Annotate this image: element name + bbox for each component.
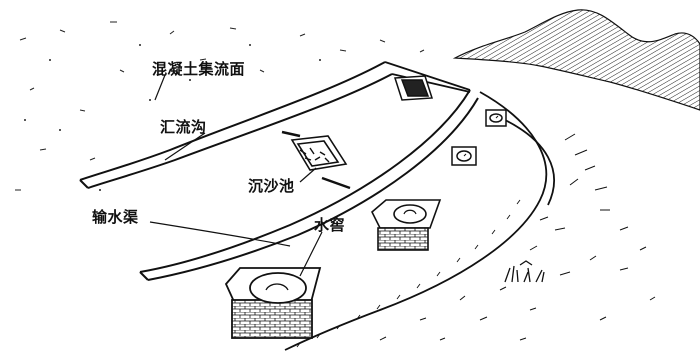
front-cellar xyxy=(224,267,322,339)
concrete-surface-label: 混凝土集流面 xyxy=(152,60,246,78)
collection-ditch-label: 汇流沟 xyxy=(160,118,207,136)
middle-cellar xyxy=(371,199,442,251)
slope-dots xyxy=(24,44,321,191)
hillside-texture xyxy=(379,133,656,341)
conveyance-channel xyxy=(139,89,479,281)
channel-bank-hatching xyxy=(296,199,521,348)
sediment-basin-label: 沉沙池 xyxy=(248,177,295,195)
far-cellar-2 xyxy=(451,146,477,166)
surface-dividers xyxy=(281,130,351,190)
far-cellar-1 xyxy=(485,109,507,127)
top-inlet-box xyxy=(393,75,434,101)
upper-slope-texture xyxy=(15,21,425,191)
leader-lines xyxy=(149,74,323,277)
collection-ditch xyxy=(79,61,393,189)
sediment-basin xyxy=(290,135,348,171)
conveyance-channel-label: 输水渠 xyxy=(92,208,139,226)
berm-edge xyxy=(284,91,555,351)
mountain-background xyxy=(452,9,700,111)
grass-tuft xyxy=(504,260,545,283)
water-cellar-label: 水窖 xyxy=(314,216,346,234)
